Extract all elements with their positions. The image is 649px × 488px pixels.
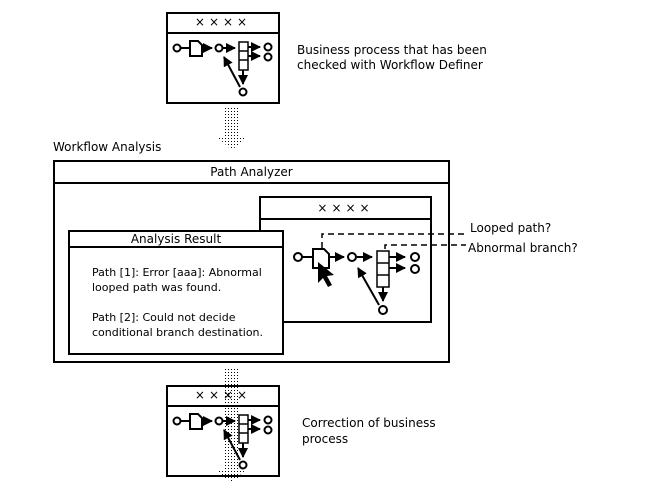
- bottom-flow-graphic: [172, 413, 273, 470]
- bottom-caption-line2: process: [302, 432, 349, 446]
- inner-flow-graphic: [293, 248, 420, 315]
- section-label: Workflow Analysis: [53, 140, 162, 154]
- dotted-arrow-down-1: [218, 108, 246, 150]
- inner-window-title: ××××: [261, 198, 430, 220]
- mouse-pointer-icon: [318, 262, 334, 287]
- top-caption-line1: Business process that has been: [297, 43, 487, 57]
- top-caption-line2: checked with Workflow Definer: [297, 58, 483, 72]
- looped-path-label: Looped path?: [470, 221, 552, 235]
- annotation-leader-lines: [321, 233, 466, 249]
- bottom-caption-line1: Correction of business: [302, 416, 436, 430]
- result-path1-line2: looped path was found.: [92, 281, 222, 294]
- top-window-title: ××××: [168, 14, 278, 34]
- top-process-window: ××××: [166, 12, 280, 104]
- result-path2-line1: Path [2]: Could not decide: [92, 311, 236, 324]
- abnormal-branch-label: Abnormal branch?: [468, 241, 578, 255]
- result-path1-line1: Path [1]: Error [aaa]: Abnormal: [92, 266, 262, 279]
- result-path2-line2: conditional branch destination.: [92, 326, 264, 339]
- top-flow-graphic: [172, 40, 273, 97]
- bottom-process-window: ××××: [166, 385, 280, 477]
- path-analyzer-title: Path Analyzer: [55, 162, 448, 184]
- analysis-result-title: Analysis Result: [70, 232, 282, 248]
- analysis-result-window: Analysis Result Path [1]: Error [aaa]: A…: [68, 230, 284, 355]
